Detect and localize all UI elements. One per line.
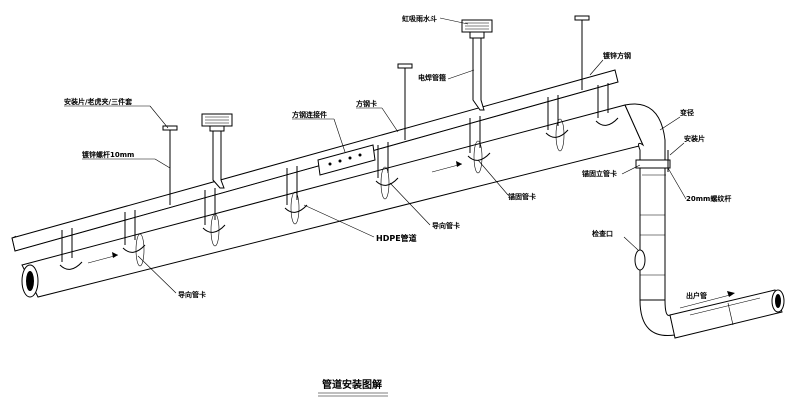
label-outlet-pipe: 出户管 (686, 291, 707, 300)
label-square-steel-connector: 方钢连接件 (292, 110, 327, 119)
diagram-caption: 管道安装图解 (322, 378, 382, 391)
label-guide-clip-left: 导向管卡 (178, 290, 206, 299)
outlet-pipe (669, 289, 785, 339)
label-fixed-riser-clip: 锚固立管卡 (582, 169, 617, 178)
label-welded-pipe: 电焊管箍 (418, 73, 446, 82)
label-anchor-clip: 安装片/老虎夹/三件套 (64, 97, 133, 106)
label-fixed-clip-mid: 锚固管卡 (508, 192, 536, 201)
cleanout-port (634, 249, 646, 271)
label-square-clip: 方钢卡 (356, 99, 377, 108)
label-steel-square: 镀锌方钢 (603, 51, 631, 60)
hdpe-main-pipe (21, 104, 644, 298)
rainwater-hopper-left (201, 113, 233, 189)
label-hanger-rod: 镀锌螺杆10mm (82, 150, 134, 159)
pipe-clips (59, 83, 671, 270)
square-steel-connector (317, 144, 376, 176)
label-rainwater-hopper: 虹吸雨水斗 (402, 14, 437, 23)
label-mounting-plate: 安装片 (684, 134, 705, 143)
labels: 虹吸雨水斗 电焊管箍 镀锌方钢 安装片/老虎夹/三件套 镀锌螺杆10mm 方钢连… (64, 14, 731, 300)
rainwater-hopper-right (461, 19, 493, 111)
steel-channel (11, 69, 619, 252)
label-reducer: 变径 (680, 108, 694, 117)
label-guide-clip-mid: 导向管卡 (432, 221, 460, 230)
riser-pipe (624, 103, 676, 337)
label-threaded-rod-20: 20mm螺纹杆 (686, 194, 731, 203)
label-cleanout: 检查口 (592, 229, 613, 238)
label-hdpe-pipe: HDPE管道 (376, 233, 417, 243)
hanger-rods (162, 15, 590, 205)
